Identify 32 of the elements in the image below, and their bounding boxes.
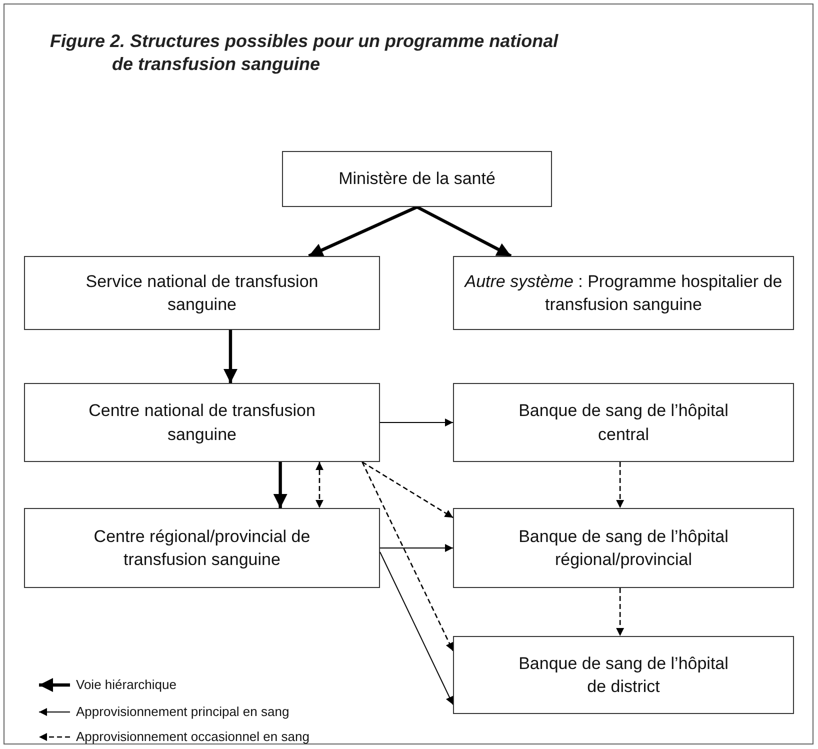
process-box — [453, 508, 794, 588]
arrow — [362, 462, 454, 652]
box-label: Banque de sang de l’hôpital de district — [518, 652, 730, 698]
box-label: Centre national de transfusion sanguine — [88, 400, 316, 446]
process-box — [453, 256, 794, 330]
process-box — [282, 151, 552, 207]
arrow — [380, 552, 454, 706]
arrow — [315, 462, 324, 508]
legend-text: Voie hiérarchique — [76, 677, 176, 692]
arrow — [616, 462, 624, 508]
arrow — [616, 588, 624, 636]
legend-text: Approvisionnement occasionnel en sang — [76, 729, 310, 744]
process-box — [24, 383, 380, 462]
arrow — [380, 418, 454, 426]
box-label: Service national de transfusion sanguine — [84, 270, 320, 316]
arrow — [416, 206, 512, 258]
box-label: Ministère de la santé — [338, 168, 496, 190]
box-label: Centre régional/provincial de transfusion sanguine — [92, 526, 312, 571]
box-label: Banque de sang de l’hôpital central — [518, 400, 730, 446]
process-box — [453, 383, 794, 462]
box-label: Autre système : Programme hospitalier de transfusion sanguine — [463, 270, 784, 316]
arrow — [273, 462, 288, 508]
legend-text: Approvisionnement principal en sang — [76, 704, 290, 719]
arrow — [380, 544, 454, 552]
process-box — [24, 508, 380, 588]
figure-title: Figure 2. Structures possibles pour un programme national de transfusion sanguine — [50, 30, 560, 76]
process-box — [24, 256, 380, 330]
arrow — [362, 461, 454, 518]
arrow — [308, 206, 418, 258]
arrow — [223, 330, 238, 383]
box-label: Banque de sang de l’hôpital régional/provincial — [518, 526, 730, 571]
process-box — [453, 636, 794, 714]
